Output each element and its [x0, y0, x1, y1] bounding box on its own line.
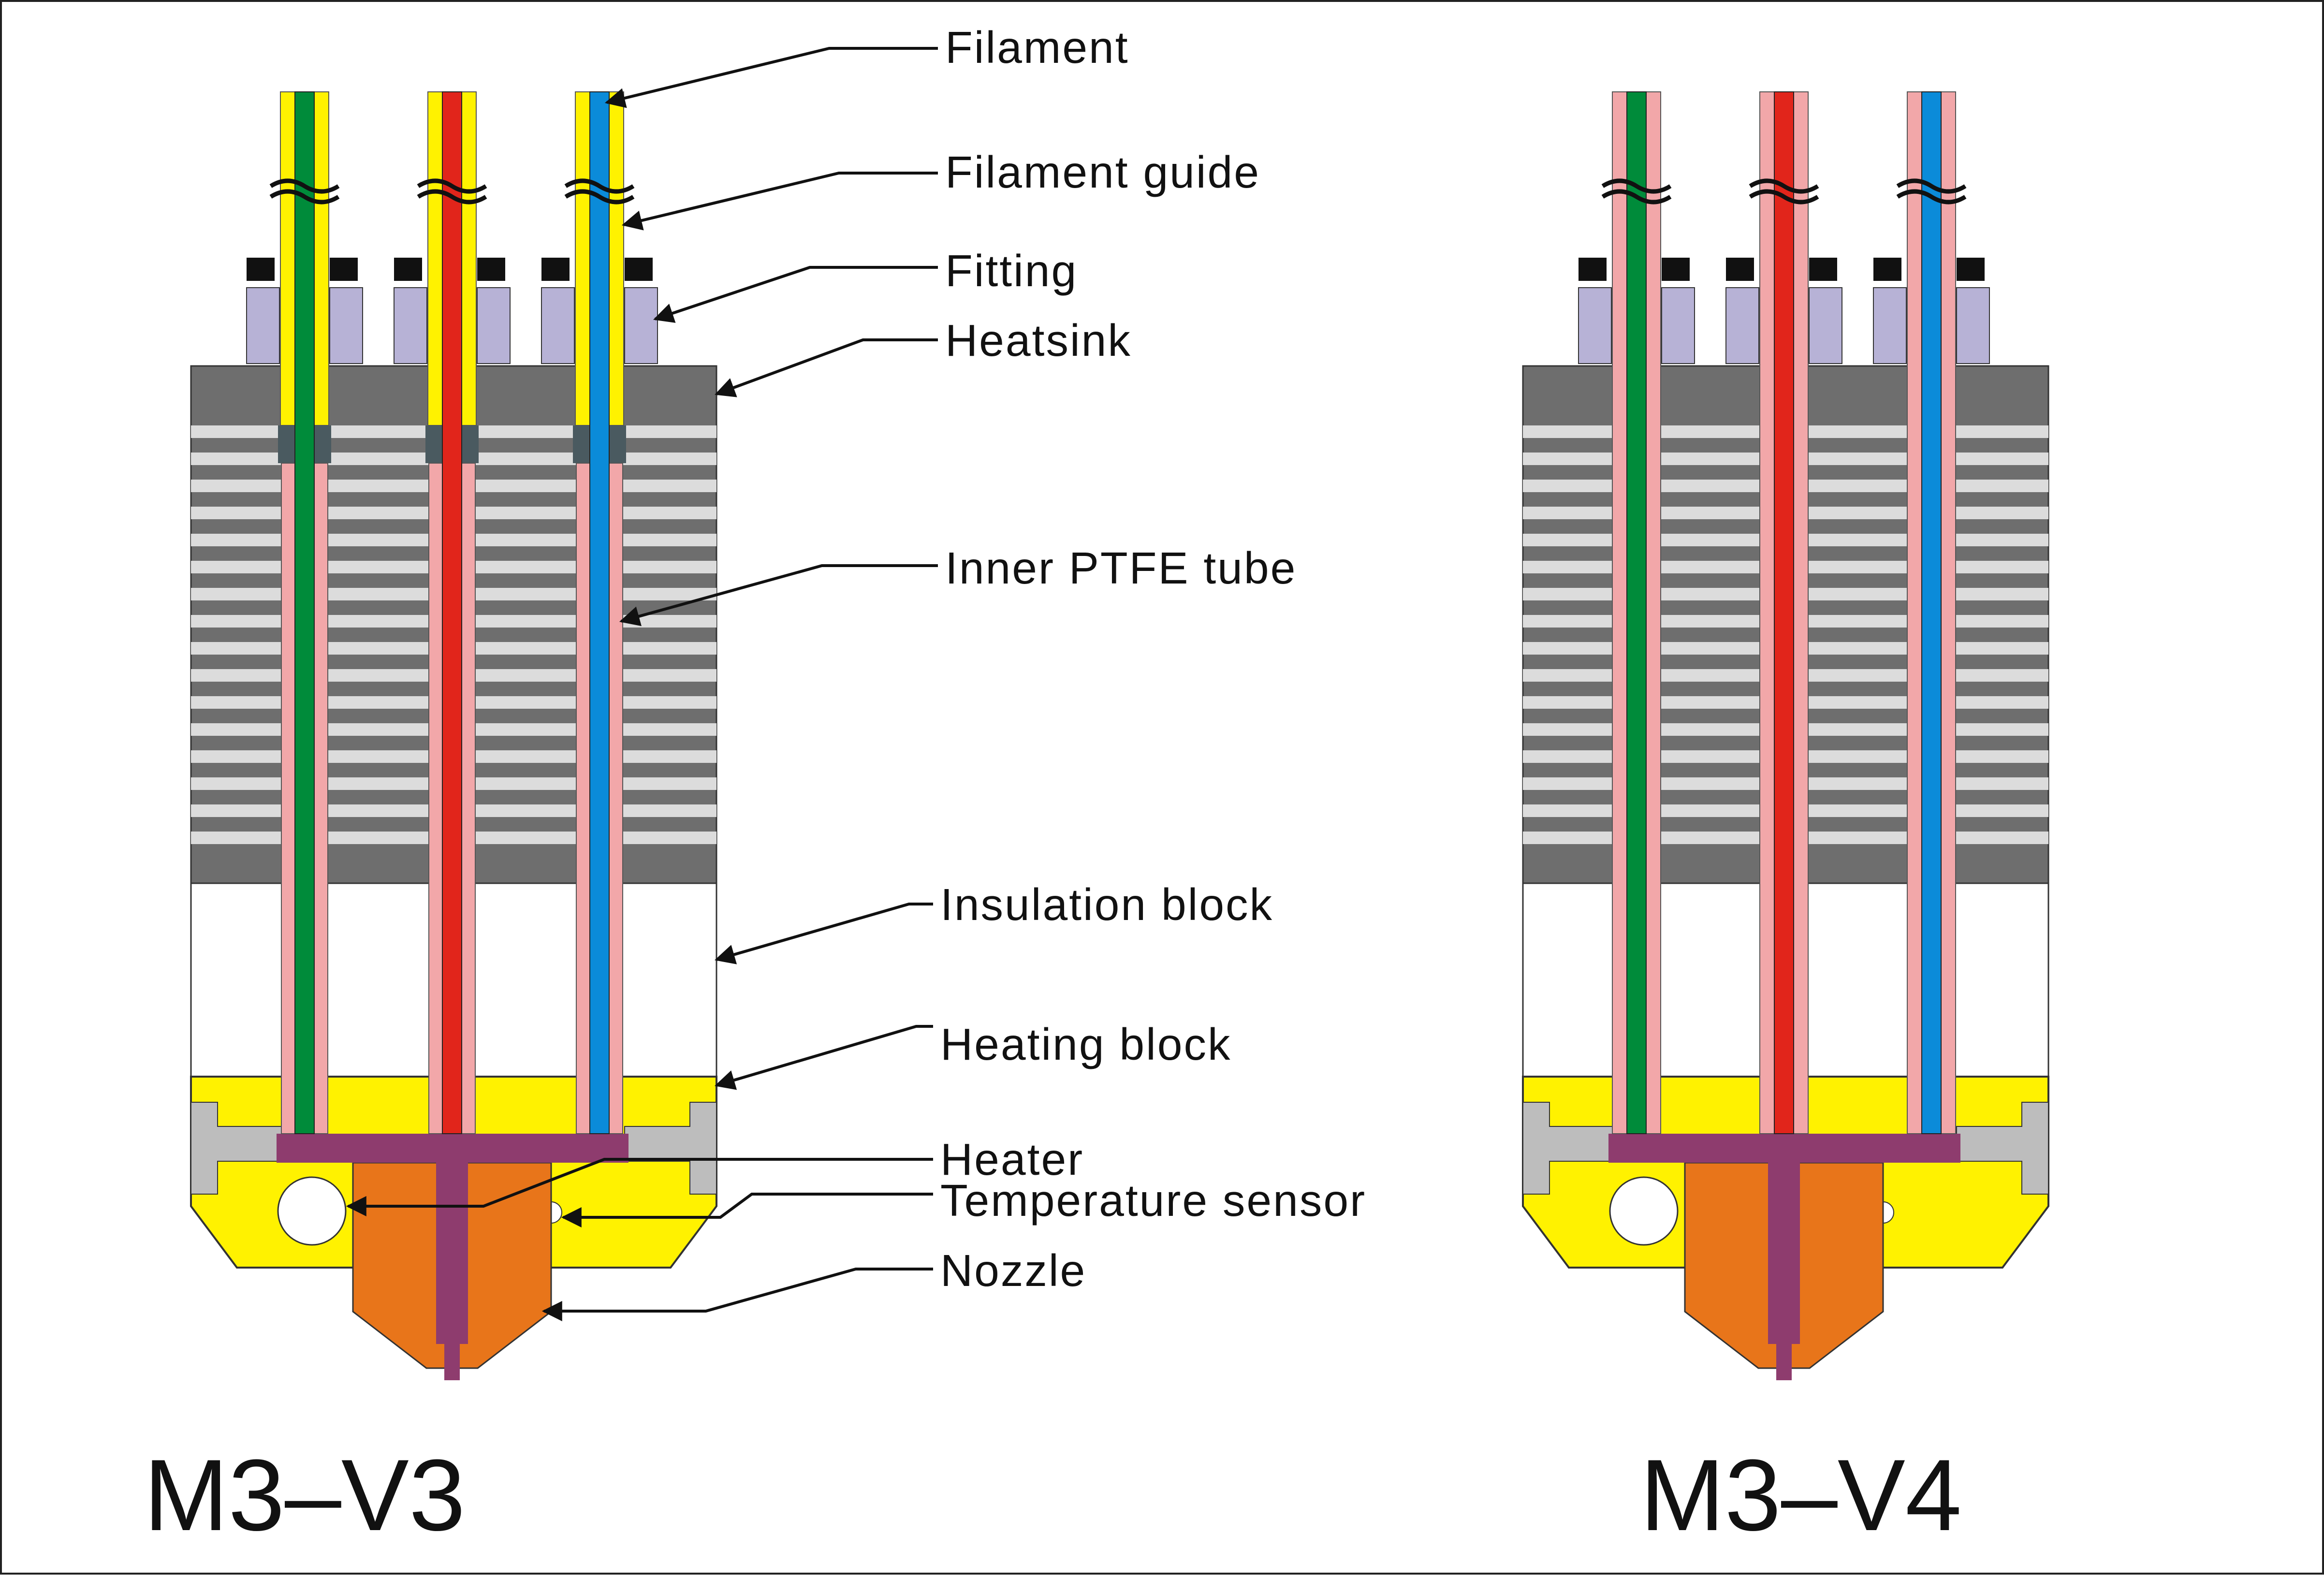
break-mark	[417, 178, 487, 194]
heater-hole	[277, 1176, 347, 1246]
fitting-body	[477, 287, 511, 364]
title-m3-v3: M3–V3	[144, 1438, 465, 1552]
label-heating-block: Heating block	[940, 1019, 1232, 1069]
title-m3-v4: M3–V4	[1640, 1438, 1961, 1552]
fitting-body	[1725, 287, 1759, 364]
fitting-body	[246, 287, 280, 364]
fitting-cap	[330, 258, 358, 281]
leader-line	[604, 47, 938, 108]
fitting-cap	[1579, 258, 1607, 281]
label-heatsink: Heatsink	[945, 315, 1132, 365]
fitting-body	[329, 287, 363, 364]
label-fitting: Fitting	[945, 246, 1078, 296]
fitting-cap	[477, 258, 505, 281]
break-mark	[417, 189, 487, 204]
fitting-body	[394, 287, 427, 364]
label-nozzle: Nozzle	[940, 1245, 1086, 1296]
hotend-m3-v3	[190, 91, 717, 1380]
break-mark	[1749, 189, 1819, 204]
fitting-cap	[247, 258, 275, 281]
label-filament: Filament	[945, 22, 1129, 73]
label-insulation-block: Insulation block	[940, 879, 1273, 930]
label-filament-guide: Filament guide	[945, 147, 1260, 197]
fitting-cap	[1957, 258, 1985, 281]
hotend-m3-v4	[1522, 91, 2049, 1380]
break-mark	[564, 178, 635, 194]
filament-strand	[1774, 91, 1794, 1134]
fitting-cap	[1726, 258, 1754, 281]
break-mark	[1749, 178, 1819, 194]
fitting-body	[541, 287, 575, 364]
callout-leaders	[346, 47, 938, 1321]
fitting-cap	[1873, 258, 1901, 281]
leader-line	[715, 338, 938, 397]
filament-strand	[294, 91, 315, 1134]
filament-strand	[589, 91, 610, 1134]
break-mark	[269, 178, 340, 194]
filament-strand	[442, 91, 462, 1134]
fitting-body	[624, 287, 658, 364]
label-temperature-sensor: Temperature sensor	[940, 1175, 1366, 1226]
leader-line	[346, 1158, 933, 1216]
leader-line	[714, 903, 933, 964]
fitting-body	[1956, 287, 1990, 364]
fitting-body	[1873, 287, 1907, 364]
break-mark	[1896, 189, 1967, 204]
break-mark	[1601, 189, 1672, 204]
label-heater: Heater	[940, 1134, 1084, 1184]
fitting-cap	[625, 258, 653, 281]
leader-line	[619, 564, 938, 627]
break-mark	[1896, 178, 1967, 194]
leader-line	[541, 1268, 933, 1321]
break-mark	[564, 189, 635, 204]
fitting-cap	[1662, 258, 1690, 281]
filament-strand	[1626, 91, 1647, 1134]
fitting-cap	[394, 258, 422, 281]
nozzle-tip	[444, 1342, 460, 1380]
break-mark	[1601, 178, 1672, 194]
fitting-cap	[541, 258, 570, 281]
break-mark	[269, 189, 340, 204]
label-inner-ptfe-tube: Inner PTFE tube	[945, 543, 1297, 593]
leader-line	[714, 1025, 933, 1090]
fitting-body	[1809, 287, 1842, 364]
leader-line	[561, 1193, 933, 1227]
melt-channel-vertical	[436, 1151, 468, 1344]
leader-line	[621, 172, 938, 231]
fitting-body	[1661, 287, 1695, 364]
fitting-cap	[1809, 258, 1837, 281]
filament-strand	[1921, 91, 1942, 1134]
nozzle-tip	[1776, 1342, 1792, 1380]
leader-line	[653, 266, 938, 323]
heater-hole	[1609, 1176, 1679, 1246]
fitting-body	[1578, 287, 1612, 364]
melt-channel-vertical	[1768, 1151, 1800, 1344]
